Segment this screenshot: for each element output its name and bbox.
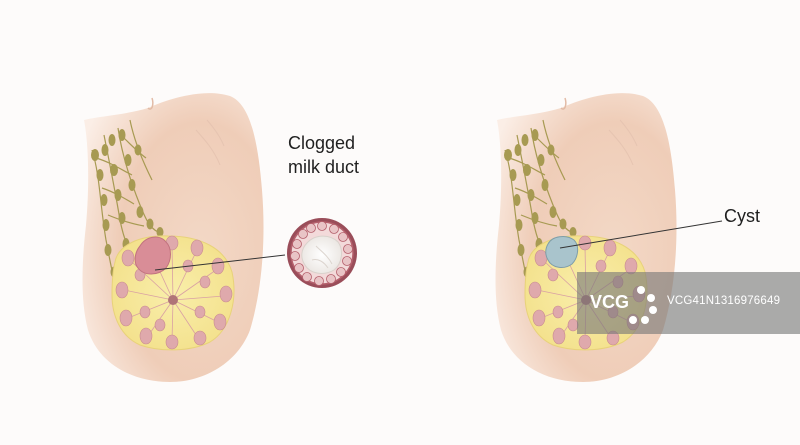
left-lobules [115, 235, 233, 350]
duct-cross-section [287, 218, 357, 288]
left-shoulder-crease [147, 97, 154, 110]
left-breast [82, 93, 357, 382]
right-breast [495, 93, 723, 382]
vcg-brand: VCG [590, 292, 630, 312]
vcg-logo-icon [629, 286, 657, 324]
left-nipple [168, 295, 178, 305]
cyst-leader-line [559, 220, 723, 249]
left-clogged-duct-mass [134, 236, 171, 275]
right-cyst [545, 236, 579, 268]
vcg-watermark: VCG VCG41N1316976649 [577, 272, 800, 334]
clogged-leader-line [154, 254, 286, 271]
cyst-label: Cyst [724, 206, 760, 226]
clogged-label-line1: Clogged [288, 133, 356, 153]
clogged-label-line2: milk duct [288, 157, 360, 177]
right-lymph-nodes [504, 129, 577, 278]
vcg-image-id: VCG41N1316976649 [667, 295, 781, 307]
